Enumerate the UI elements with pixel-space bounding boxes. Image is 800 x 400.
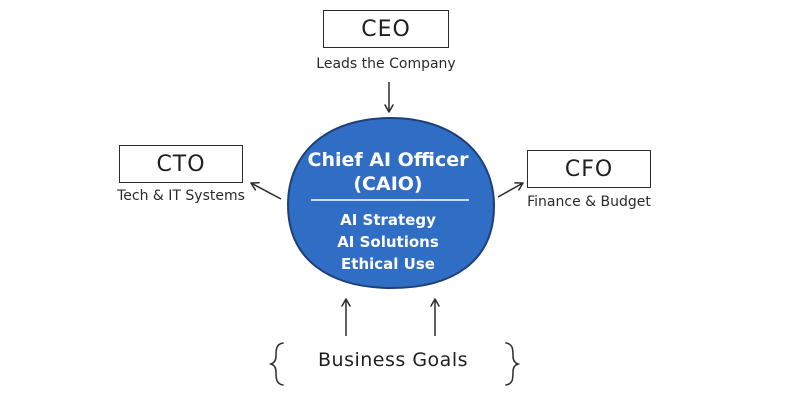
ceo-title: CEO	[361, 16, 411, 42]
caio-title: Chief AI Officer	[307, 149, 469, 171]
arrow-caio-to-cfo	[497, 182, 524, 198]
cto-caption: Tech & IT Systems	[117, 188, 245, 204]
caio-roles-list: AI Strategy AI Solutions Ethical Use	[288, 209, 488, 275]
cto-box: CTO	[119, 145, 243, 183]
cfo-title: CFO	[564, 156, 614, 182]
arrow-caio-to-cto	[250, 182, 282, 200]
cfo-box: CFO	[527, 150, 651, 188]
goals-bracket-left	[268, 342, 284, 386]
goals-bracket-right	[505, 342, 521, 386]
caio-role-item: AI Strategy	[340, 211, 436, 229]
ceo-caption: Leads the Company	[316, 56, 456, 72]
ceo-box: CEO	[323, 10, 449, 48]
caio-role-item: Ethical Use	[341, 255, 435, 273]
business-goals-label: Business Goals	[318, 349, 468, 371]
cto-title: CTO	[156, 151, 206, 177]
cfo-caption: Finance & Budget	[527, 194, 651, 210]
caio-circle	[286, 116, 496, 290]
caio-abbreviation: (CAIO)	[353, 173, 423, 195]
caio-role-item: AI Solutions	[337, 233, 439, 251]
